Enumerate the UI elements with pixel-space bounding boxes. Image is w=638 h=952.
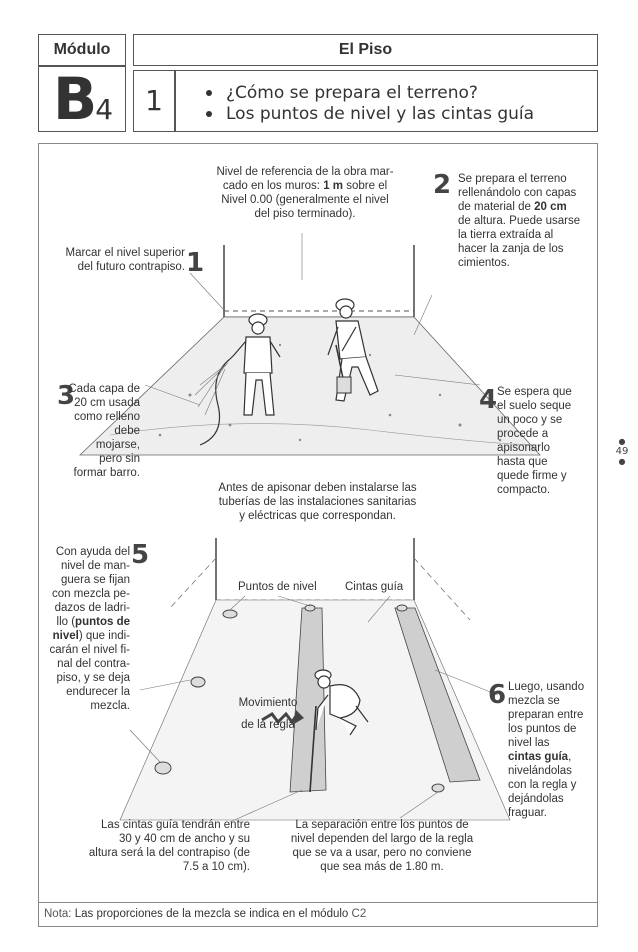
step-6-number: 6 — [488, 680, 507, 710]
installation-note-text: Antes de apisonar deben instalarse las t… — [218, 482, 417, 522]
level-points-label: Puntos de nivel — [238, 581, 317, 593]
note-ref: C2 — [351, 908, 367, 920]
section-number-box: 1 — [133, 70, 175, 132]
footer-note: Nota: Las proporciones de la mezcla se i… — [44, 907, 366, 921]
step-2-number: 2 — [433, 170, 452, 200]
modulo-letter: B — [53, 65, 97, 133]
level-points-spacing-note: La separación entre los puntos de nivel … — [290, 819, 474, 873]
level-point — [190, 676, 206, 688]
step-2-text: Se prepara el terreno rellenándolo con c… — [458, 173, 581, 269]
level-point — [396, 604, 408, 612]
content-frame — [38, 143, 598, 927]
step-3-number: 3 — [57, 381, 76, 411]
step-4-text: Se espera que el suelo seque un poco y s… — [497, 386, 572, 496]
step-1-text: Marcar el nivel superior del futuro cont… — [65, 247, 185, 273]
straightedge-movement-label: Movimiento de la regla — [238, 697, 298, 731]
note-label: Nota: — [44, 908, 72, 920]
page-number: ● 49 ● — [615, 437, 629, 466]
modulo-label: Módulo — [53, 41, 111, 58]
section-topics-box: ¿Cómo se prepara el terreno? Los puntos … — [175, 70, 598, 132]
step-1-number: 1 — [186, 248, 205, 278]
terrain-preparation-illustration — [79, 233, 541, 456]
modulo-code: B4 — [53, 65, 113, 133]
guide-strips-dimensions-note: Las cintas guía tendrán entre 30 y 40 cm… — [88, 819, 250, 873]
topic-1: ¿Cómo se prepara el terreno? — [206, 83, 478, 103]
step-5-number: 5 — [131, 540, 150, 570]
modulo-label-box: Módulo — [38, 34, 126, 66]
guide-strips-label: Cintas guía — [345, 581, 404, 593]
topic-2: Los puntos de nivel y las cintas guía — [206, 104, 534, 124]
worker-with-hose — [229, 313, 281, 416]
guide-strips-illustration — [119, 538, 511, 823]
level-point — [431, 783, 445, 793]
movement-arrow — [261, 711, 298, 725]
level-point — [154, 761, 172, 775]
reference-level-text: Nivel de referencia de la obra mar- cado… — [216, 166, 394, 220]
title-box: El Piso — [133, 34, 598, 66]
modulo-number: 4 — [95, 93, 114, 126]
guide-strip-right — [394, 607, 481, 783]
worker-with-straightedge — [314, 669, 369, 736]
tamper-block — [336, 376, 352, 394]
section-number: 1 — [145, 84, 163, 117]
level-point — [222, 609, 238, 619]
level-point — [304, 604, 316, 612]
note-divider — [38, 902, 598, 903]
step-4-number: 4 — [479, 385, 498, 415]
note-text: Las proporciones de la mezcla se indica … — [74, 908, 349, 920]
page-title: El Piso — [338, 41, 393, 58]
modulo-code-box: B4 — [38, 65, 126, 133]
step-6-text: Luego, usando mezcla se preparan entre l… — [508, 681, 585, 819]
step-5-text: Con ayuda del nivel de man- guera se fij… — [49, 546, 130, 712]
step-3-text: Cada capa de 20 cm usada como relleno de… — [68, 383, 140, 479]
